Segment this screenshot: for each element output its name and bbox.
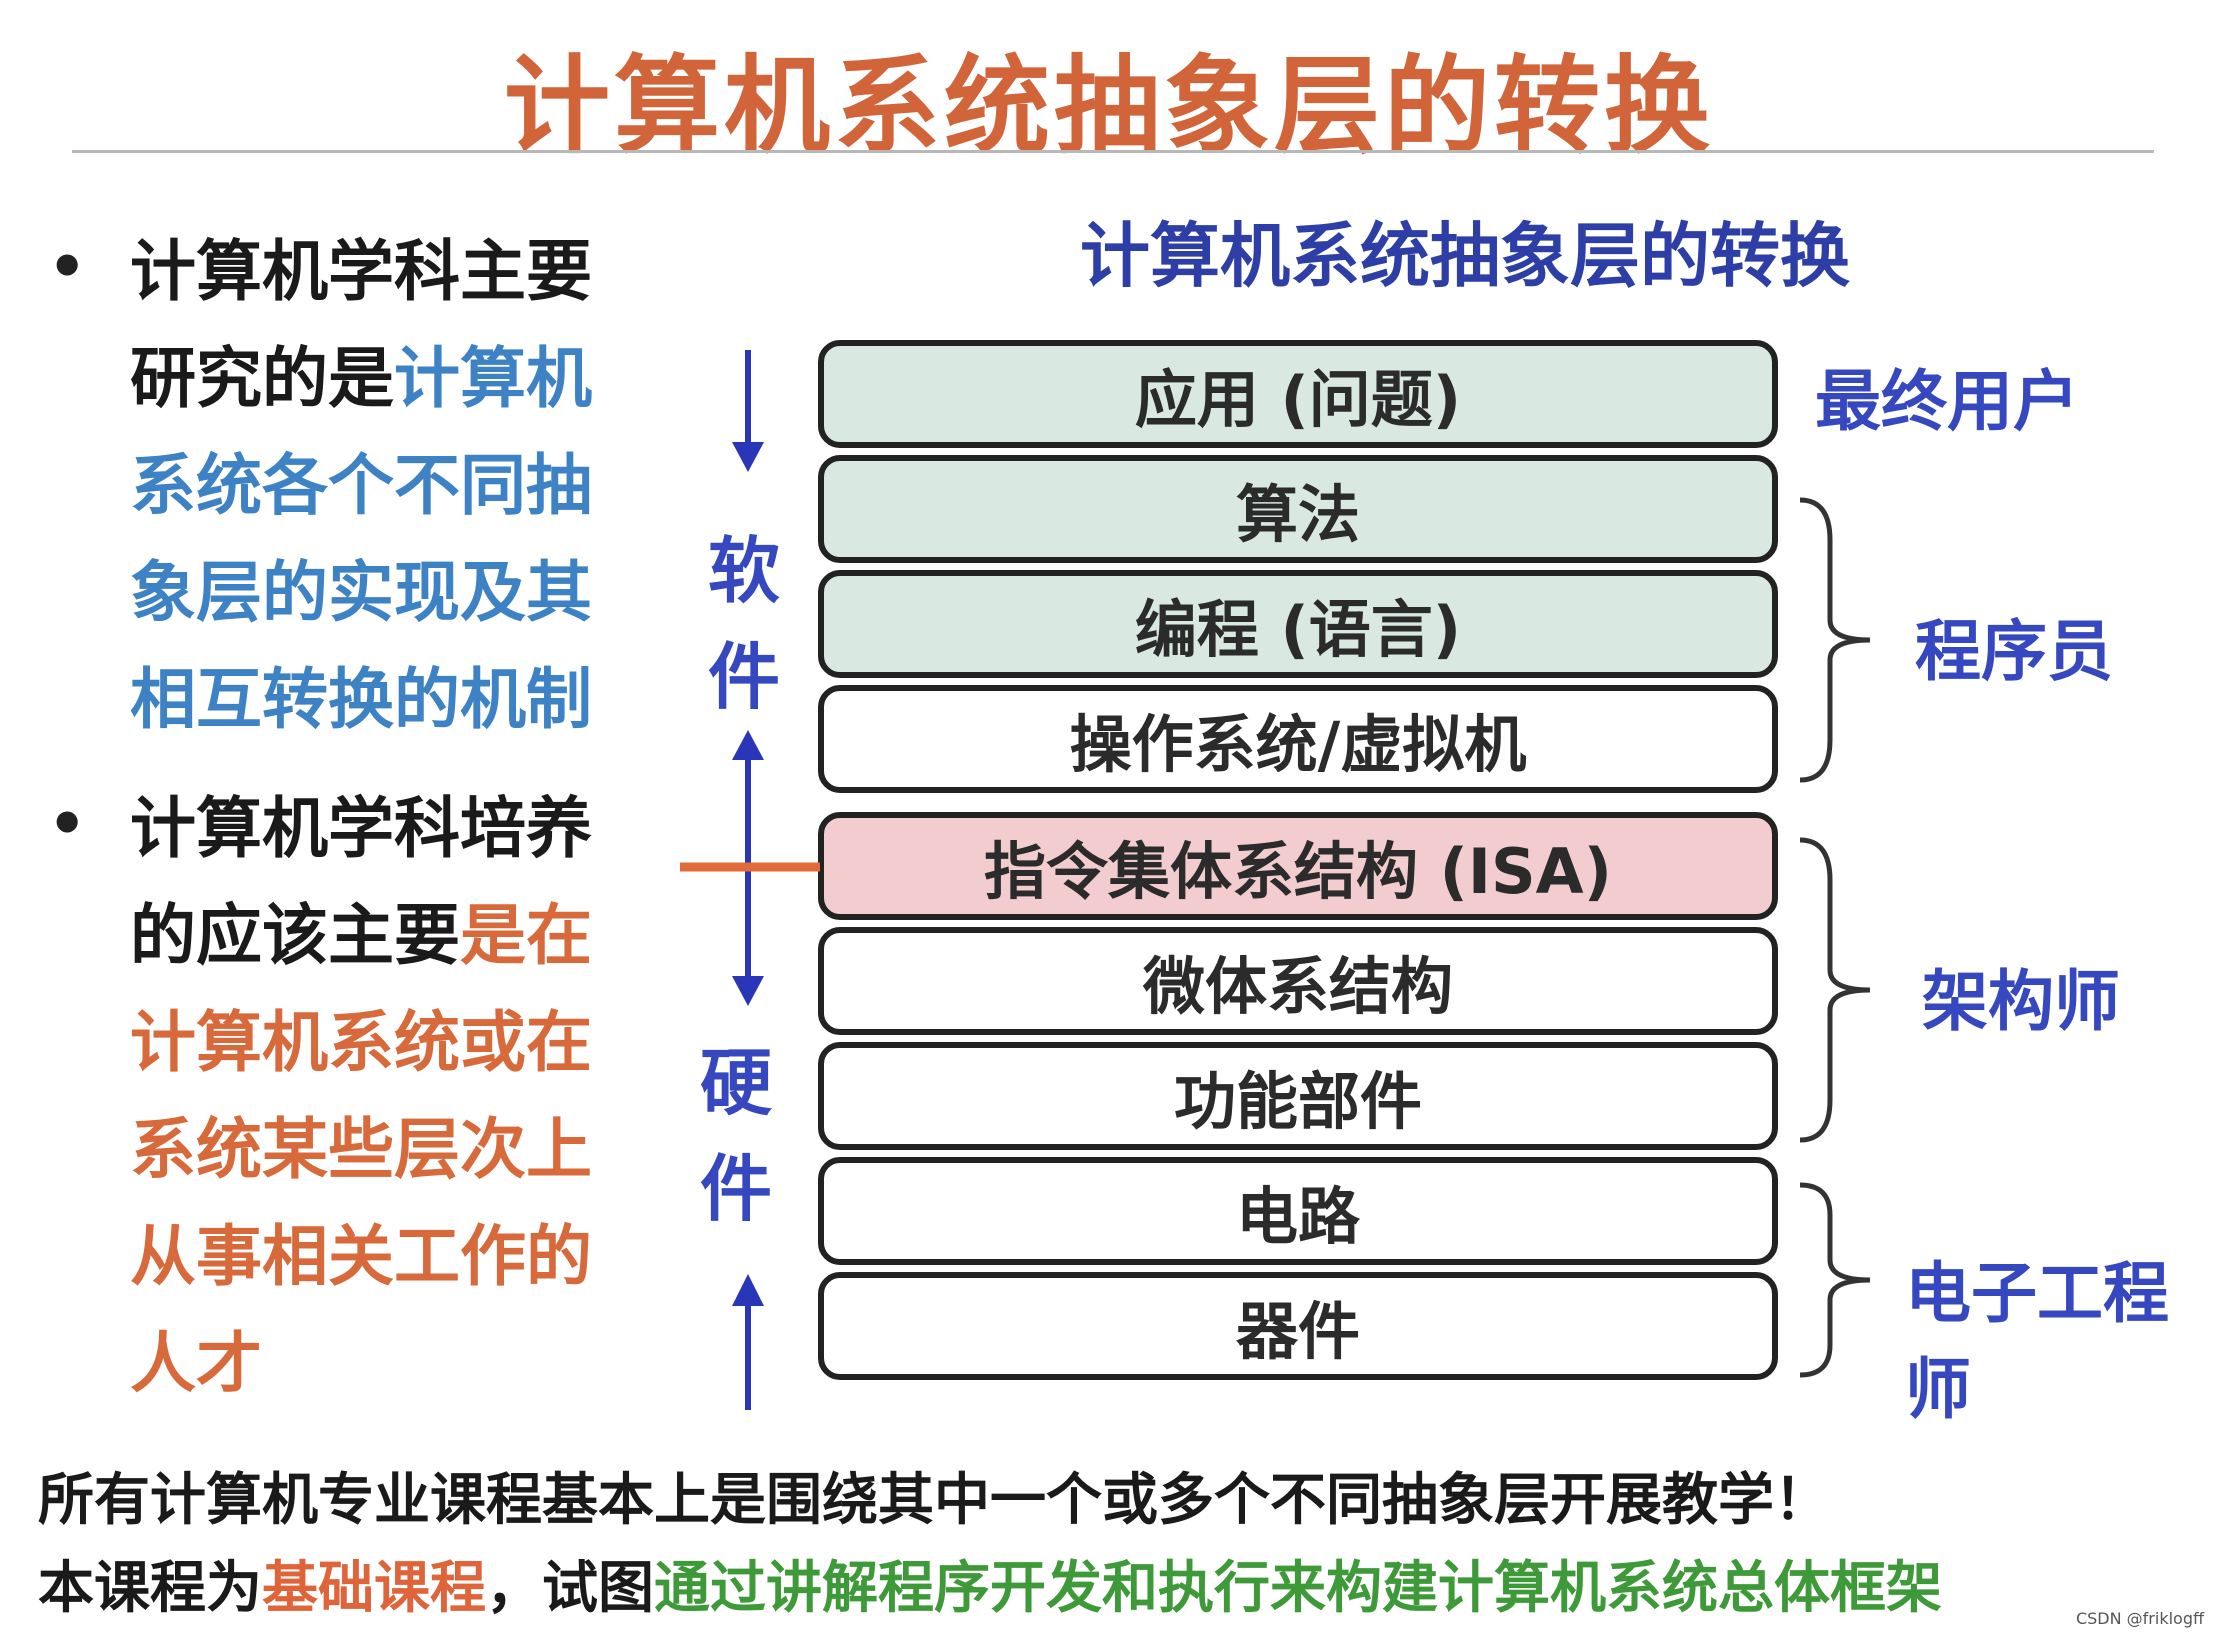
bullet-line: 人才 (130, 1310, 262, 1417)
layer-box: 微体系结构 (818, 927, 1778, 1035)
footer-text-segment: 本课程为 (38, 1556, 262, 1621)
bullet-text-segment: 从事相关工作的 (130, 1218, 592, 1295)
bullet-text-segment: 是在 (460, 897, 592, 974)
bullet-text-segment: 相互转换的机制 (130, 661, 592, 738)
layer-label: 电路 (1235, 1180, 1360, 1253)
layer-label: 应用 (问题) (1134, 363, 1462, 436)
double-arrow-up-head (732, 730, 764, 760)
bullet-text-segment: 系统某些层次上 (130, 1111, 592, 1188)
layer-box: 算法 (818, 455, 1778, 563)
axis-arrows (680, 350, 820, 1410)
diagram-title: 计算机系统抽象层的转换 (1080, 215, 1850, 297)
layer-box: 操作系统/虚拟机 (818, 685, 1778, 793)
role-programmer: 程序员 (1915, 613, 2113, 690)
bullet-text-segment: 的应该主要 (130, 897, 460, 974)
layer-box: 功能部件 (818, 1042, 1778, 1150)
role-electronic-engineer: 电子工程师 (1905, 1255, 2169, 1428)
hardware-label-2: 件 (700, 1147, 773, 1231)
layer-label: 操作系统/虚拟机 (1069, 708, 1527, 781)
bullet-line: 系统某些层次上 (130, 1096, 592, 1203)
engineer-brace (1799, 1182, 1871, 1378)
footer-line-1: 所有计算机专业课程基本上是围绕其中一个或多个不同抽象层开展教学！ (38, 1468, 1830, 1533)
bullet-line: 计算机学科主要 (130, 218, 592, 325)
layer-box: 编程 (语言) (818, 570, 1778, 678)
hardware-label-1: 硬 (700, 1041, 773, 1125)
footer-text-segment: 基础课程 (262, 1556, 486, 1621)
bullet-text-segment: 研究的是 (130, 340, 394, 417)
bullet-line: 系统各个不同抽 (130, 432, 592, 539)
layer-box: 器件 (818, 1272, 1778, 1380)
bullet-text-segment: 系统各个不同抽 (130, 447, 592, 524)
layer-label: 功能部件 (1173, 1065, 1422, 1138)
layer-label: 指令集体系结构 (ISA) (984, 835, 1612, 908)
down-arrow-top-head (732, 442, 764, 472)
layer-label: 算法 (1235, 478, 1360, 551)
bullet-dot: • (48, 789, 87, 859)
role-braces (1799, 497, 1871, 1378)
footer-line-2: 本课程为基础课程，试图通过讲解程序开发和执行来构建计算机系统总体框架 (38, 1543, 1942, 1624)
bullet-text-segment: 计算机学科培养 (130, 790, 592, 867)
bullet-text-segment: 计算机系统或在 (130, 1004, 592, 1081)
layer-box: 应用 (问题) (818, 340, 1778, 448)
role-end-user: 最终用户 (1815, 363, 2079, 440)
layer-box: 指令集体系结构 (ISA) (818, 812, 1778, 920)
page-title: 计算机系统抽象层的转换 (504, 45, 1714, 168)
bullet-text-segment: 计算机学科主要 (130, 233, 592, 310)
layer-label: 器件 (1235, 1295, 1360, 1368)
programmer-brace (1799, 497, 1871, 783)
up-arrow-bottom-head (732, 1274, 764, 1306)
bullet-text-segment: 象层的实现及其 (130, 554, 592, 631)
role-architect: 架构师 (1922, 963, 2120, 1040)
software-label-2: 件 (708, 635, 781, 719)
bullet-line: 象层的实现及其 (130, 539, 592, 646)
watermark: CSDN @friklogff (2075, 1609, 2204, 1628)
bullet-dot: • (48, 232, 87, 302)
footer-text-segment: 通过讲解程序开发和执行来构建计算机系统总体框架 (654, 1556, 1942, 1621)
layer-label: 编程 (语言) (1134, 593, 1462, 666)
bullet-line: 研究的是计算机 (130, 325, 592, 432)
architect-brace (1799, 837, 1871, 1143)
double-arrow-down-head (732, 976, 764, 1006)
bullet-line: 相互转换的机制 (130, 646, 592, 753)
layer-box: 电路 (818, 1157, 1778, 1265)
bullet-line: 计算机学科培养 (130, 775, 592, 882)
bullet-text-segment: 人才 (130, 1325, 262, 1402)
footer-text-segment: ，试图 (486, 1556, 654, 1621)
bullet-line: 计算机系统或在 (130, 989, 592, 1096)
title-divider (72, 150, 2154, 153)
software-label-1: 软 (708, 529, 781, 613)
bullet-line: 从事相关工作的 (130, 1203, 592, 1310)
bullet-text-segment: 计算机 (394, 340, 592, 417)
layer-label: 微体系结构 (1142, 950, 1453, 1023)
bullet-line: 的应该主要是在 (130, 882, 592, 989)
